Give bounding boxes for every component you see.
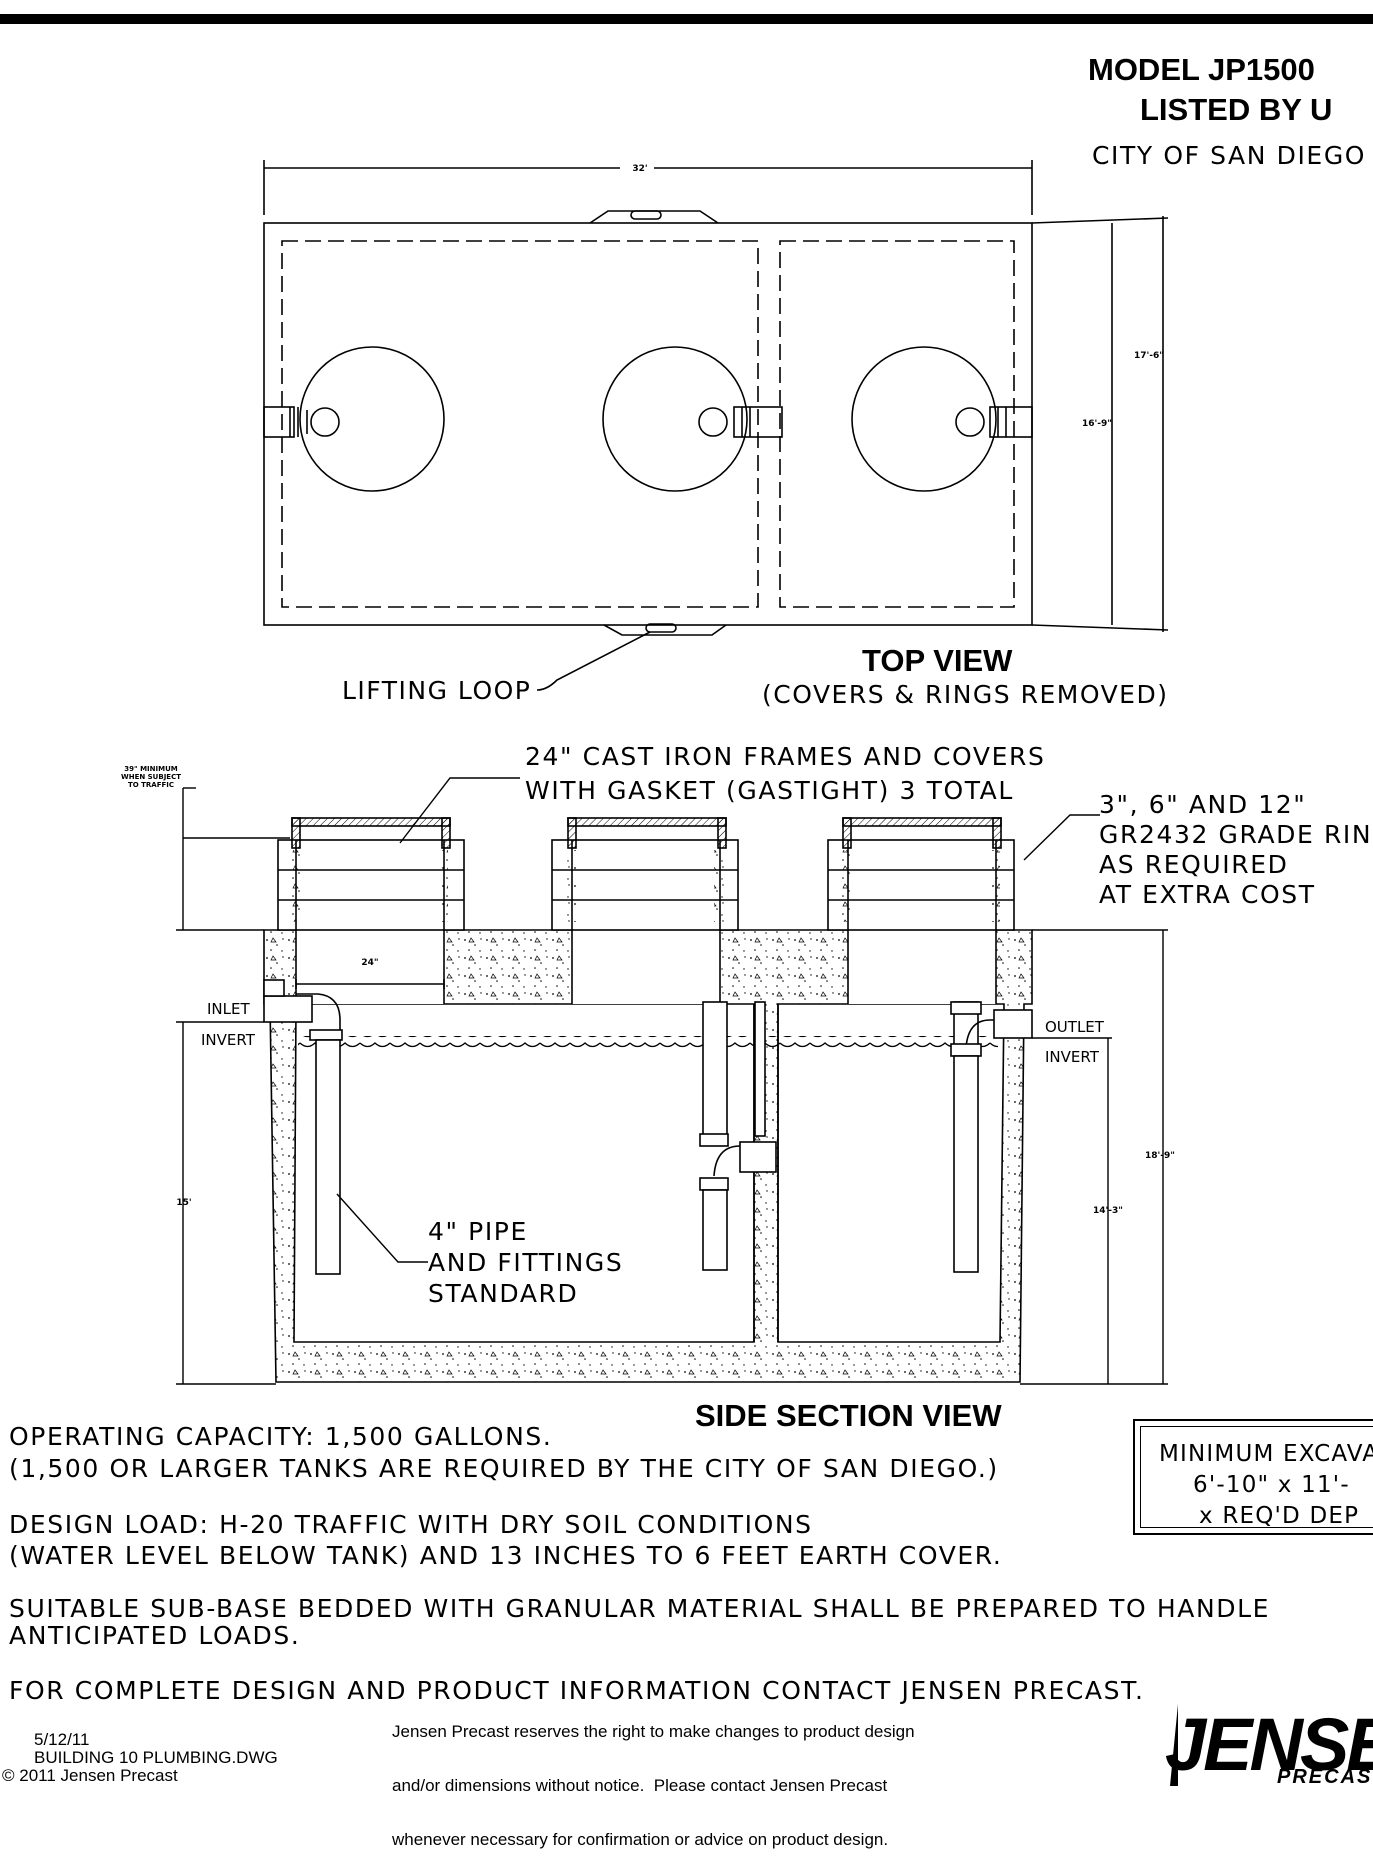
excavation-box: MINIMUM EXCAVA 6'-10" x 11'- x REQ'D DEP <box>1133 1419 1373 1535</box>
dim-15: 15' <box>176 1198 191 1208</box>
footer-date: 5/12/11 <box>34 1730 90 1749</box>
subbase-note-1: SUITABLE SUB-BASE BEDDED WITH GRANULAR M… <box>9 1594 1271 1623</box>
side-view <box>263 817 1033 1383</box>
excavation-line-1: MINIMUM EXCAVA <box>1159 1441 1373 1467</box>
pipe-label-3: STANDARD <box>428 1279 578 1308</box>
load-note-2: (WATER LEVEL BELOW TANK) AND 13 INCHES T… <box>9 1541 1003 1570</box>
rings-label-2: GR2432 GRADE RING <box>1099 820 1373 849</box>
disclaimer-line-2: and/or dimensions without notice. Please… <box>392 1776 888 1795</box>
excavation-line-3: x REQ'D DEP <box>1199 1503 1360 1529</box>
footer-disclaimer: Jensen Precast reserves the right to mak… <box>392 1687 915 1867</box>
inlet-label: INLET <box>207 1000 250 1018</box>
listed-title: LISTED BY U <box>1140 92 1332 127</box>
min-note-3: TO TRAFFIC <box>128 781 174 789</box>
dim-18-9: 18'-9" <box>1145 1151 1175 1161</box>
top-view <box>263 160 1169 691</box>
frames-label-2: WITH GASKET (GASTIGHT) 3 TOTAL <box>525 776 1014 805</box>
min-note-1: 39" MINIMUM <box>124 765 178 773</box>
dim-outer-width: 17'-6" <box>1134 351 1164 361</box>
logo-sub: PRECAST <box>1277 1766 1373 1786</box>
manhole-1 <box>299 346 445 492</box>
drawing-sheet: MODEL JP1500 LISTED BY U CITY OF SAN DIE… <box>0 14 1373 1786</box>
contact-note: FOR COMPLETE DESIGN AND PRODUCT INFORMAT… <box>9 1676 1145 1705</box>
model-title: MODEL JP1500 <box>1088 52 1315 87</box>
opening-dim: 24" <box>361 958 378 968</box>
capacity-note-1: OPERATING CAPACITY: 1,500 GALLONS. <box>9 1422 553 1451</box>
frames-label-1: 24" CAST IRON FRAMES AND COVERS <box>525 742 1045 771</box>
pipe-label-1: 4" PIPE <box>428 1217 528 1246</box>
outlet-label: OUTLET <box>1045 1018 1105 1036</box>
footer-file: BUILDING 10 PLUMBING.DWG <box>34 1748 278 1767</box>
capacity-note-2: (1,500 OR LARGER TANKS ARE REQUIRED BY T… <box>9 1454 999 1483</box>
chamber-1 <box>281 240 759 608</box>
excavation-line-2: 6'-10" x 11'- <box>1193 1472 1350 1498</box>
tank-outline <box>263 222 1033 626</box>
inlet-invert-label: INVERT <box>201 1031 256 1049</box>
outlet-invert-label: INVERT <box>1045 1048 1100 1066</box>
rings-label-1: 3", 6" AND 12" <box>1099 790 1306 819</box>
lifting-loop-label: LIFTING LOOP <box>342 676 531 705</box>
jensen-logo: JENSE PRECAST <box>1165 1703 1373 1786</box>
side-view-title: SIDE SECTION VIEW <box>695 1398 1002 1433</box>
disclaimer-line-1: Jensen Precast reserves the right to mak… <box>392 1722 915 1741</box>
manhole-3 <box>851 346 997 492</box>
dim-inner-width: 16'-9" <box>1082 419 1112 429</box>
footer-copyright: © 2011 Jensen Precast <box>2 1766 178 1785</box>
rings-label-4: AT EXTRA COST <box>1099 880 1316 909</box>
pipe-label-2: AND FITTINGS <box>428 1248 623 1277</box>
city-line: CITY OF SAN DIEGO <box>1092 141 1366 170</box>
disclaimer-line-3: whenever necessary for confirmation or a… <box>392 1830 889 1849</box>
top-view-title: TOP VIEW <box>862 643 1013 678</box>
top-view-subtitle: (COVERS & RINGS REMOVED) <box>762 680 1168 709</box>
dim-length: 32' <box>632 164 647 174</box>
subbase-note-2: ANTICIPATED LOADS. <box>9 1621 301 1650</box>
side-view-dimensions <box>176 777 1168 1385</box>
top-border-bar <box>0 14 1373 24</box>
logo-text: JENSE <box>1165 1703 1373 1786</box>
manhole-2 <box>602 346 748 492</box>
chamber-2 <box>779 240 1015 608</box>
rings-label-3: AS REQUIRED <box>1099 850 1288 879</box>
dim-14-3: 14'-3" <box>1093 1206 1123 1216</box>
load-note-1: DESIGN LOAD: H-20 TRAFFIC WITH DRY SOIL … <box>9 1510 813 1539</box>
min-note-2: WHEN SUBJECT <box>121 773 181 781</box>
